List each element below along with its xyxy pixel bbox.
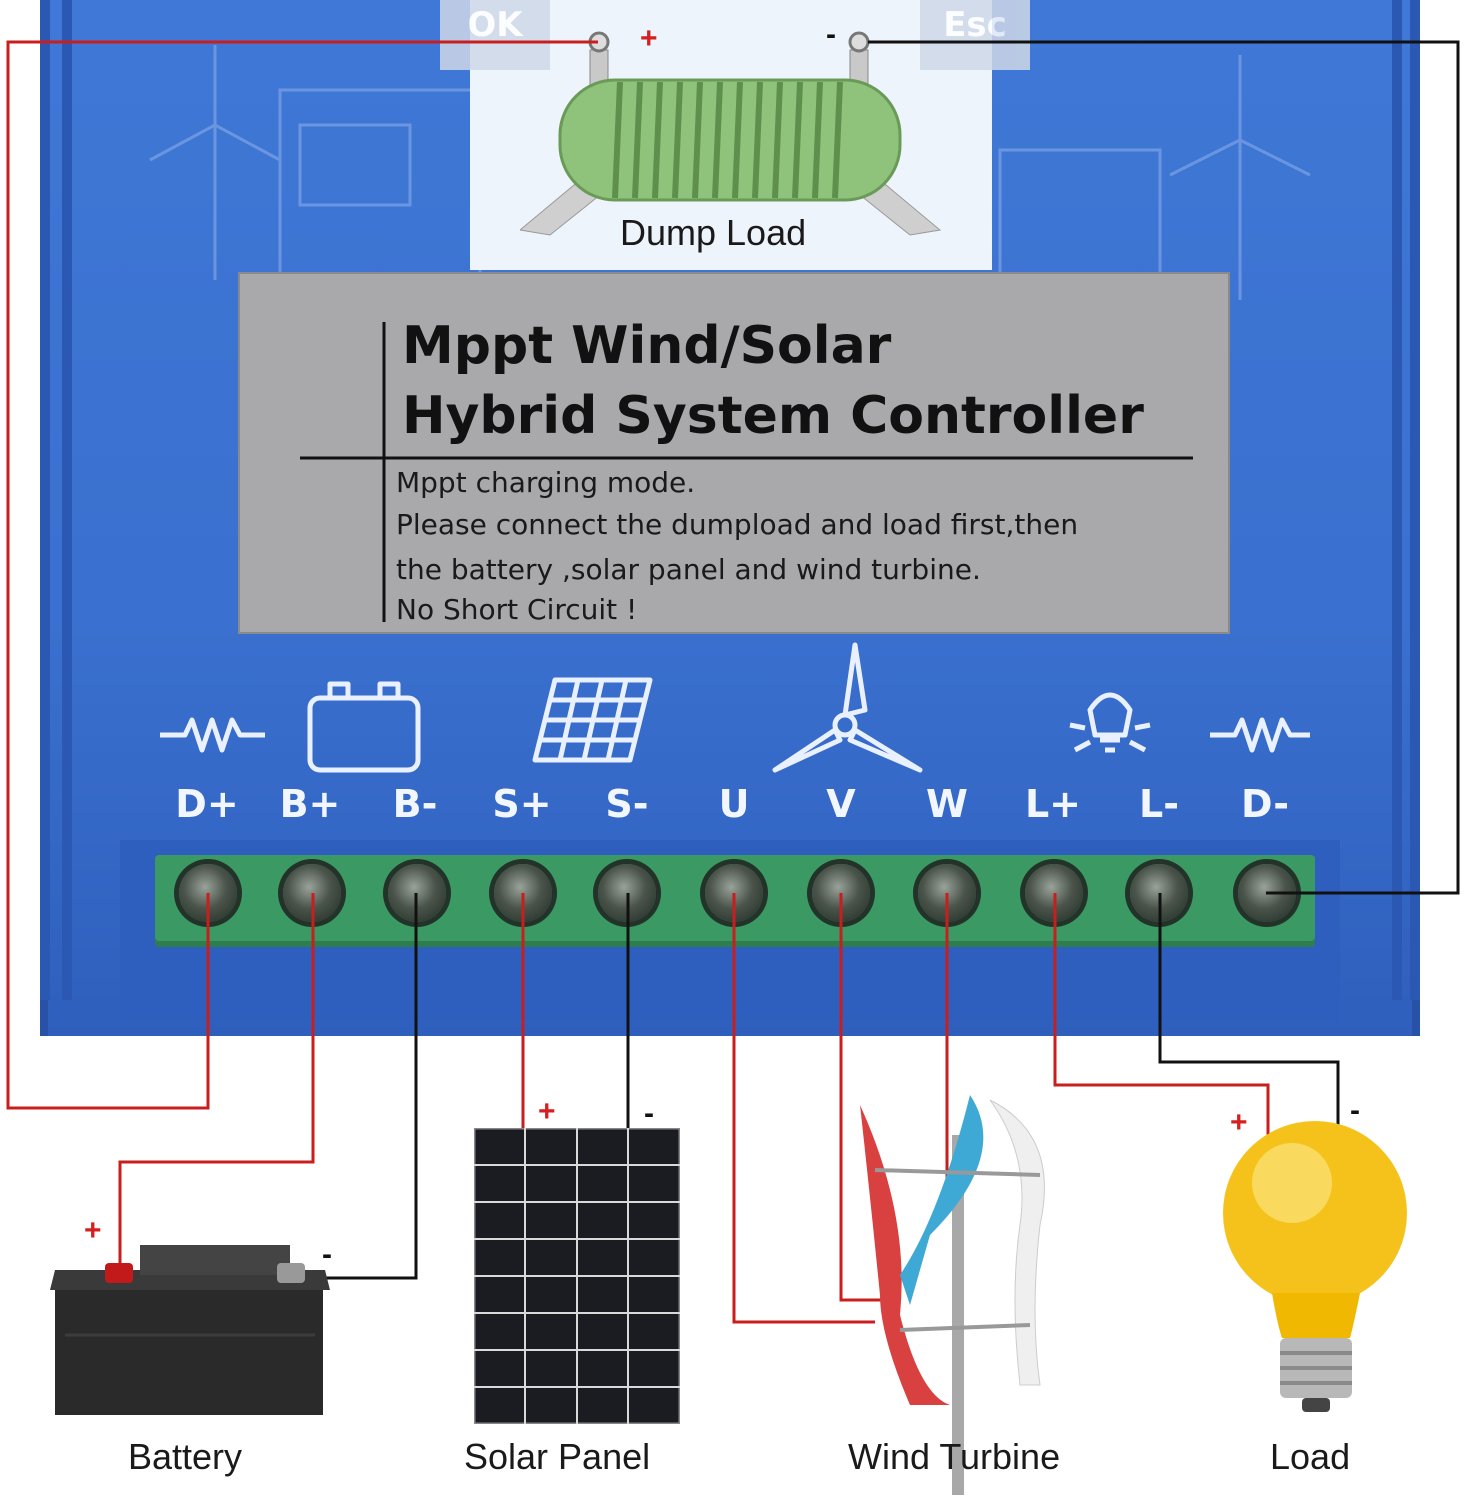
dump-load-minus-sign: - (826, 18, 836, 51)
terminal-label-l-minus: L- (1139, 782, 1179, 826)
controller-label-panel (238, 272, 1230, 634)
wire-dump-load-positive (6, 40, 598, 1110)
dump-load-plus-sign: + (640, 22, 658, 55)
wire-battery-negative (290, 893, 418, 1280)
controller-title-line-1: Mppt Wind/Solar (402, 316, 892, 376)
esc-button[interactable]: Esc (920, 0, 1030, 70)
notice-line-2: Please connect the dumpload and load fir… (396, 508, 1079, 541)
wind-turbine-icon (772, 642, 923, 773)
battery-icon (307, 681, 421, 773)
notice-line-3: the battery ,solar panel and wind turbin… (396, 553, 981, 586)
wire-load-negative (1158, 893, 1340, 1130)
load-label: Load (1270, 1436, 1351, 1477)
terminal-icons (160, 642, 1310, 773)
terminal-label-d-minus: D- (1240, 782, 1290, 826)
battery-minus-sign: - (322, 1238, 332, 1271)
terminal-label-s-minus: S- (605, 782, 649, 826)
notice-line-4: No Short Circuit ! (396, 593, 638, 626)
notice-line-1: Mppt charging mode. (396, 466, 696, 499)
bulb-icon (1069, 692, 1151, 753)
terminal-label-l-plus: L+ (1024, 782, 1082, 826)
load-minus-sign: - (1350, 1094, 1360, 1127)
dump-load-resistor-icon (520, 31, 942, 236)
wire-dump-load-negative (868, 40, 1460, 895)
controller-title-line-2: Hybrid System Controller (402, 386, 1144, 446)
solar-minus-sign: - (644, 1097, 654, 1130)
terminal-label-s-plus: S+ (492, 782, 552, 826)
bulb-icon (1223, 1121, 1407, 1412)
ok-button[interactable]: OK (440, 0, 550, 70)
dump-load-label: Dump Load (620, 212, 807, 253)
wire-load-positive (1053, 893, 1270, 1140)
heatsink-fin-left (62, 0, 72, 1000)
solar-panel-icon (474, 1128, 680, 1424)
battery-icon (50, 1245, 330, 1415)
wind-turbine-icon (860, 1095, 1045, 1495)
heatsink-fin-left (40, 0, 50, 1000)
load-plus-sign: + (1230, 1106, 1248, 1139)
wire-battery-positive (118, 893, 315, 1275)
solar-panel-label: Solar Panel (464, 1436, 651, 1477)
wire-turbine-u (732, 893, 875, 1324)
terminal-label-b-minus: B- (392, 782, 438, 826)
resistor-icon (160, 717, 265, 753)
terminal-label-u: U (718, 782, 750, 826)
wind-turbine-label: Wind Turbine (848, 1436, 1061, 1477)
battery-label: Battery (128, 1436, 243, 1477)
resistor-icon (1210, 717, 1310, 753)
heatsink-fin-right (1392, 0, 1402, 1000)
terminal-label-v: V (826, 782, 856, 826)
label-panel-rules (300, 322, 1193, 622)
terminal-label-d-plus: D+ (175, 782, 239, 826)
battery-plus-sign: + (84, 1214, 102, 1247)
terminal-label-b-plus: B+ (279, 782, 341, 826)
terminal-label-w: W (926, 782, 968, 826)
solar-plus-sign: + (538, 1095, 556, 1128)
heatsink-fin-right (1410, 0, 1420, 1000)
solar-panel-icon (532, 677, 653, 763)
